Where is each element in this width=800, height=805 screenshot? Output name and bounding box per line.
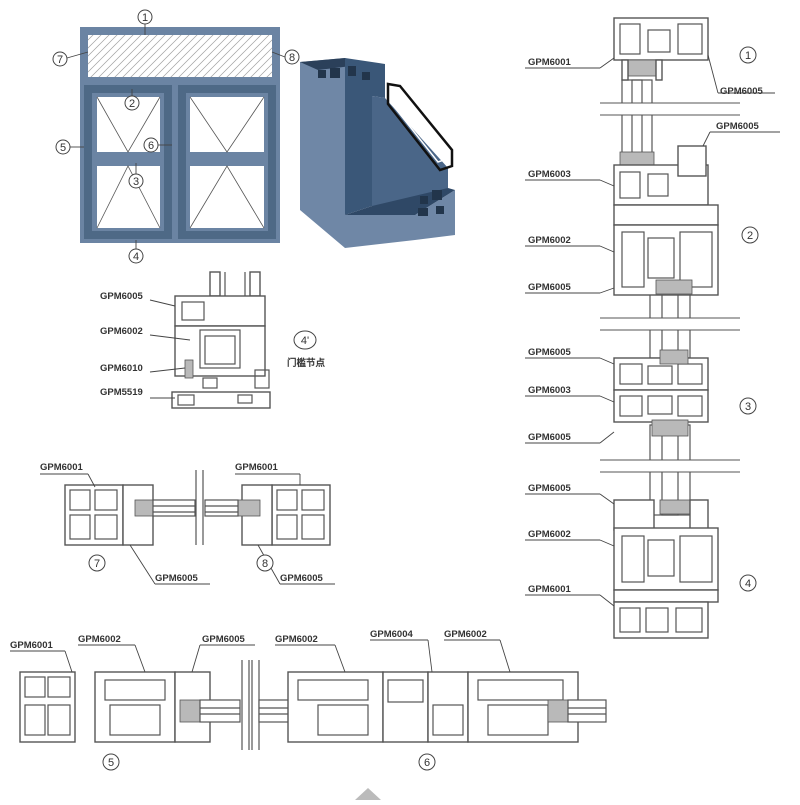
callout-circle [284, 49, 300, 65]
callout-circle [124, 95, 140, 111]
label-gpm6001: GPM6001 [235, 462, 278, 473]
threshold-node-caption: 门槛节点 [287, 357, 326, 369]
left-sash [84, 85, 172, 239]
right-sash [178, 85, 276, 239]
label-gpm6010: GPM6010 [100, 363, 143, 374]
section-2: GPM6005 GPM6003 GPM6002 GPM6005 2 [525, 121, 780, 296]
label-gpm6005: GPM6005 [528, 432, 571, 443]
callout-6: 6 [148, 140, 154, 152]
detail-number-4prime: 4' [301, 335, 309, 347]
label-gpm6001: GPM6001 [528, 57, 571, 68]
label-gpm5519: GPM5519 [100, 387, 143, 398]
callout-circle [128, 248, 144, 264]
label-gpm6004: GPM6004 [370, 629, 413, 640]
callout-circle [52, 51, 68, 67]
callout-2: 2 [129, 98, 135, 110]
label-gpm6003: GPM6003 [528, 385, 571, 396]
label-gpm6005: GPM6005 [528, 347, 571, 358]
left-rail [88, 155, 168, 163]
callout-4: 4 [133, 251, 139, 263]
detail-number-5: 5 [108, 757, 114, 769]
callout-circle [293, 330, 317, 350]
callout-circle [256, 554, 274, 572]
section-number-2: 2 [747, 230, 753, 242]
section-4: GPM6005 GPM6002 GPM6001 4 [525, 483, 757, 639]
label-gpm6005: GPM6005 [528, 483, 571, 494]
label-gpm6005: GPM6005 [716, 121, 759, 132]
opening-indicators [96, 96, 265, 229]
callout-8: 8 [289, 52, 295, 64]
detail-5: GPM6001 GPM6002 GPM6005 5 [10, 634, 255, 771]
pane-tr [190, 97, 264, 152]
pane-br [190, 166, 264, 228]
callout-circle [418, 753, 436, 771]
callout-circle [739, 574, 757, 592]
callout-circle [137, 9, 153, 25]
section-1: GPM6001 GPM6005 1 [525, 17, 775, 97]
label-gpm6005: GPM6005 [280, 573, 323, 584]
label-gpm6002: GPM6002 [444, 629, 487, 640]
callout-circle [143, 137, 159, 153]
detail-8: GPM6001 GPM6005 8 [204, 462, 335, 585]
label-gpm6001: GPM6001 [528, 584, 571, 595]
vertical-section: GPM6001 GPM6005 1 GPM6005 GPM6003 [525, 17, 780, 639]
label-gpm6002: GPM6002 [528, 529, 571, 540]
profile-3d-render [300, 58, 455, 248]
section-number-4: 4 [745, 578, 751, 590]
callout-circle [739, 397, 757, 415]
label-gpm6005: GPM6005 [100, 291, 143, 302]
callout-5: 5 [60, 142, 66, 154]
right-rail [182, 155, 272, 163]
callout-circle [739, 46, 757, 64]
detail-number-7: 7 [94, 558, 100, 570]
callout-7: 7 [57, 54, 63, 66]
label-gpm6005: GPM6005 [528, 282, 571, 293]
detail-4prime-threshold: GPM6005 GPM6002 GPM6010 GPM5519 4' 门槛节点 [100, 271, 326, 409]
label-gpm6001: GPM6001 [40, 462, 83, 473]
callout-circle [88, 554, 106, 572]
callout-circle [741, 226, 759, 244]
callout-circle [55, 139, 71, 155]
label-gpm6005: GPM6005 [202, 634, 245, 645]
callout-3: 3 [133, 176, 139, 188]
callout-1: 1 [142, 12, 148, 24]
section-number-3: 3 [745, 401, 751, 413]
label-gpm6005: GPM6005 [155, 573, 198, 584]
callout-circle [102, 753, 120, 771]
detail-number-8: 8 [262, 558, 268, 570]
callout-circle [128, 173, 144, 189]
detail-6: GPM6002 GPM6004 GPM6002 6 [251, 629, 607, 771]
transom-glass-hatch [88, 35, 272, 77]
window-elevation: 1 7 8 2 5 6 3 4 [52, 9, 300, 264]
section-number-1: 1 [745, 50, 751, 62]
elevation-callouts: 1 7 8 2 5 6 3 4 [52, 9, 300, 264]
glass-columns [621, 79, 691, 516]
label-gpm6002: GPM6002 [528, 235, 571, 246]
label-gpm6001: GPM6001 [10, 640, 53, 651]
detail-number-6: 6 [424, 757, 430, 769]
label-gpm6002: GPM6002 [78, 634, 121, 645]
label-gpm6002: GPM6002 [100, 326, 143, 337]
label-gpm6002: GPM6002 [275, 634, 318, 645]
bottom-arrow [355, 788, 381, 800]
label-gpm6005: GPM6005 [720, 86, 763, 97]
detail-7: GPM6001 GPM6005 7 [40, 462, 210, 585]
break-bands [600, 103, 740, 472]
section-3: GPM6005 GPM6003 GPM6005 3 [525, 347, 757, 444]
pane-bl [97, 166, 160, 228]
break-lines [600, 102, 740, 473]
label-gpm6003: GPM6003 [528, 169, 571, 180]
